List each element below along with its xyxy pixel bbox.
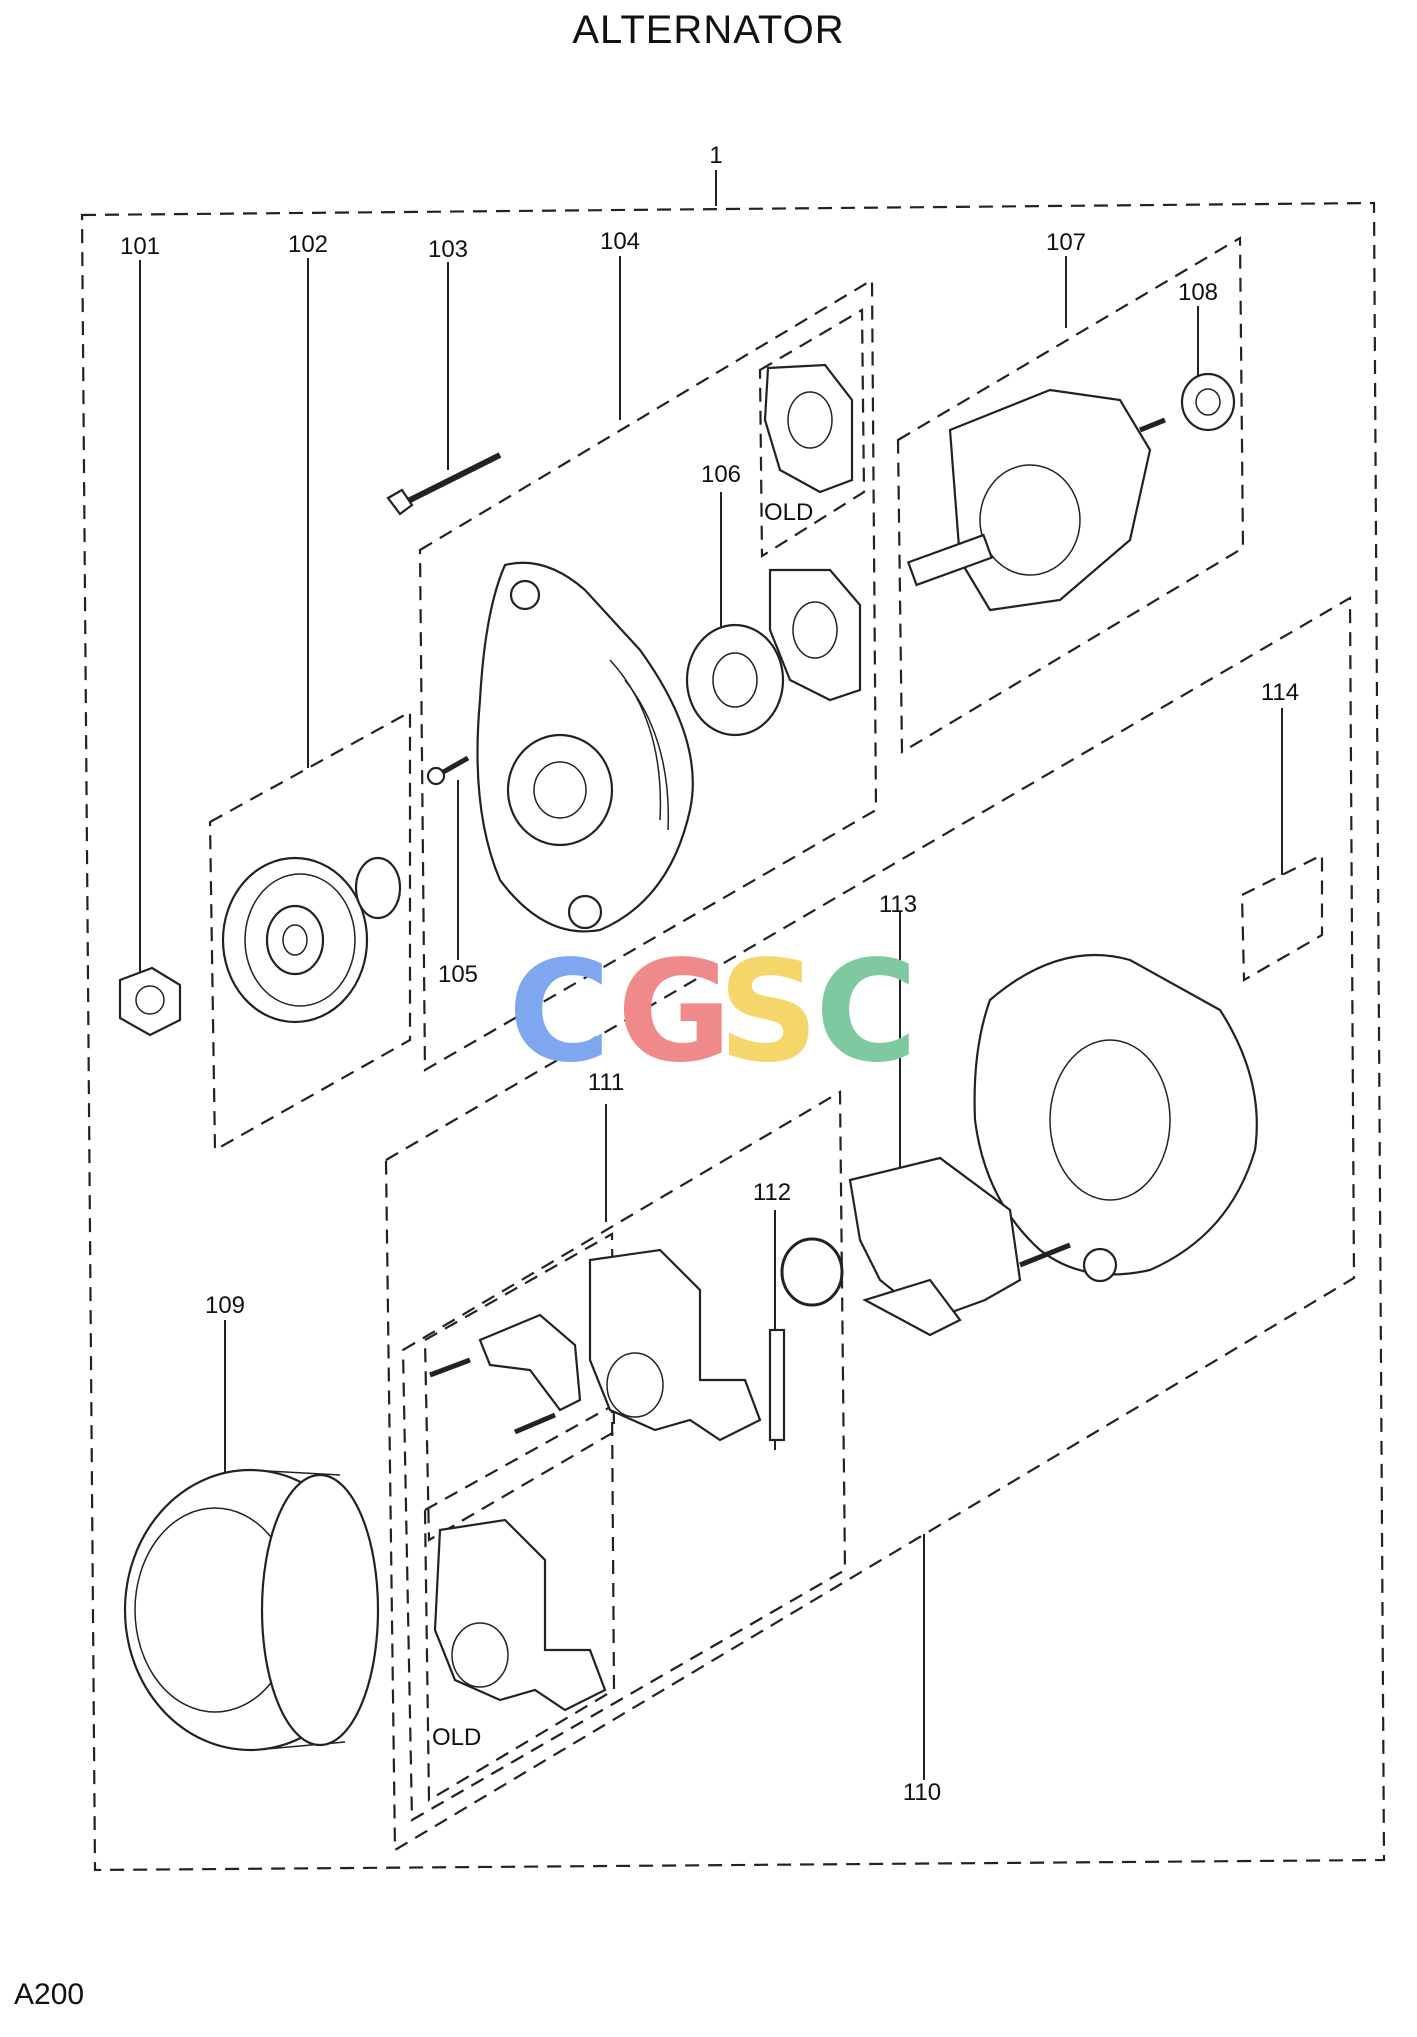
regulator-new-boundary [423,1232,616,1542]
callout-108: 108 [1178,279,1218,306]
part-102-pulley [221,856,402,1024]
callout-101: 101 [120,233,160,260]
callout-114: 114 [1261,679,1299,706]
part-110-rear-bracket [973,953,1258,1283]
callout-109: 109 [205,1292,245,1319]
part-109-stator [123,1468,380,1752]
page-title: ALTERNATOR [572,8,845,52]
part-103-through-bolt [386,452,502,516]
regulator-old-boundary [423,1404,616,1802]
part-108-rear-bearing [1180,372,1236,432]
callout-112: 112 [753,1179,791,1206]
part-113-rectifier [848,1156,1071,1337]
part-106-bearing-and-retainer [685,363,862,737]
gasket-old-boundary [758,308,866,558]
rotor-group-boundary [896,236,1245,754]
callout-107: 107 [1046,229,1086,256]
watermark-letter-g: G [617,931,732,1094]
regulator-group-boundary [401,1090,847,1822]
watermark-letter-c2: C [815,931,918,1094]
old-label-gasket: OLD [764,499,813,526]
watermark-letter-s: S [718,931,819,1094]
watermark-letter-c1: C [508,931,611,1094]
old-label-regulator: OLD [432,1724,481,1751]
part-112-brush-and-clip [768,1237,844,1442]
callout-106: 106 [701,461,741,488]
part-111-regulator [429,1248,762,1712]
leader-lines [139,170,1283,1780]
part-101-nut [118,966,182,1037]
part-114-boundary [1240,853,1324,982]
assembly-group-boundaries [80,201,1386,1872]
pulley-group-boundary [208,710,412,1152]
assembly-1-boundary [80,201,1386,1872]
callout-113: 113 [879,891,917,918]
callout-labels: 1 101 102 103 104 105 106 107 108 109 11… [120,142,1299,1806]
page-code: A200 [14,1978,85,2011]
callout-110: 110 [903,1779,941,1806]
front-bracket-group-boundary [418,278,878,1072]
callout-105: 105 [438,961,478,988]
rear-bracket-group-boundary [384,596,1356,1852]
callout-1: 1 [709,142,722,169]
part-107-rotor [906,388,1166,612]
callout-103: 103 [428,236,468,263]
callout-102: 102 [288,231,328,258]
callout-104: 104 [600,228,640,255]
part-105-screw [426,755,470,786]
cgsc-watermark: C G S C [508,931,918,1094]
part-104-front-bracket [476,561,694,933]
callout-111: 111 [588,1069,624,1096]
